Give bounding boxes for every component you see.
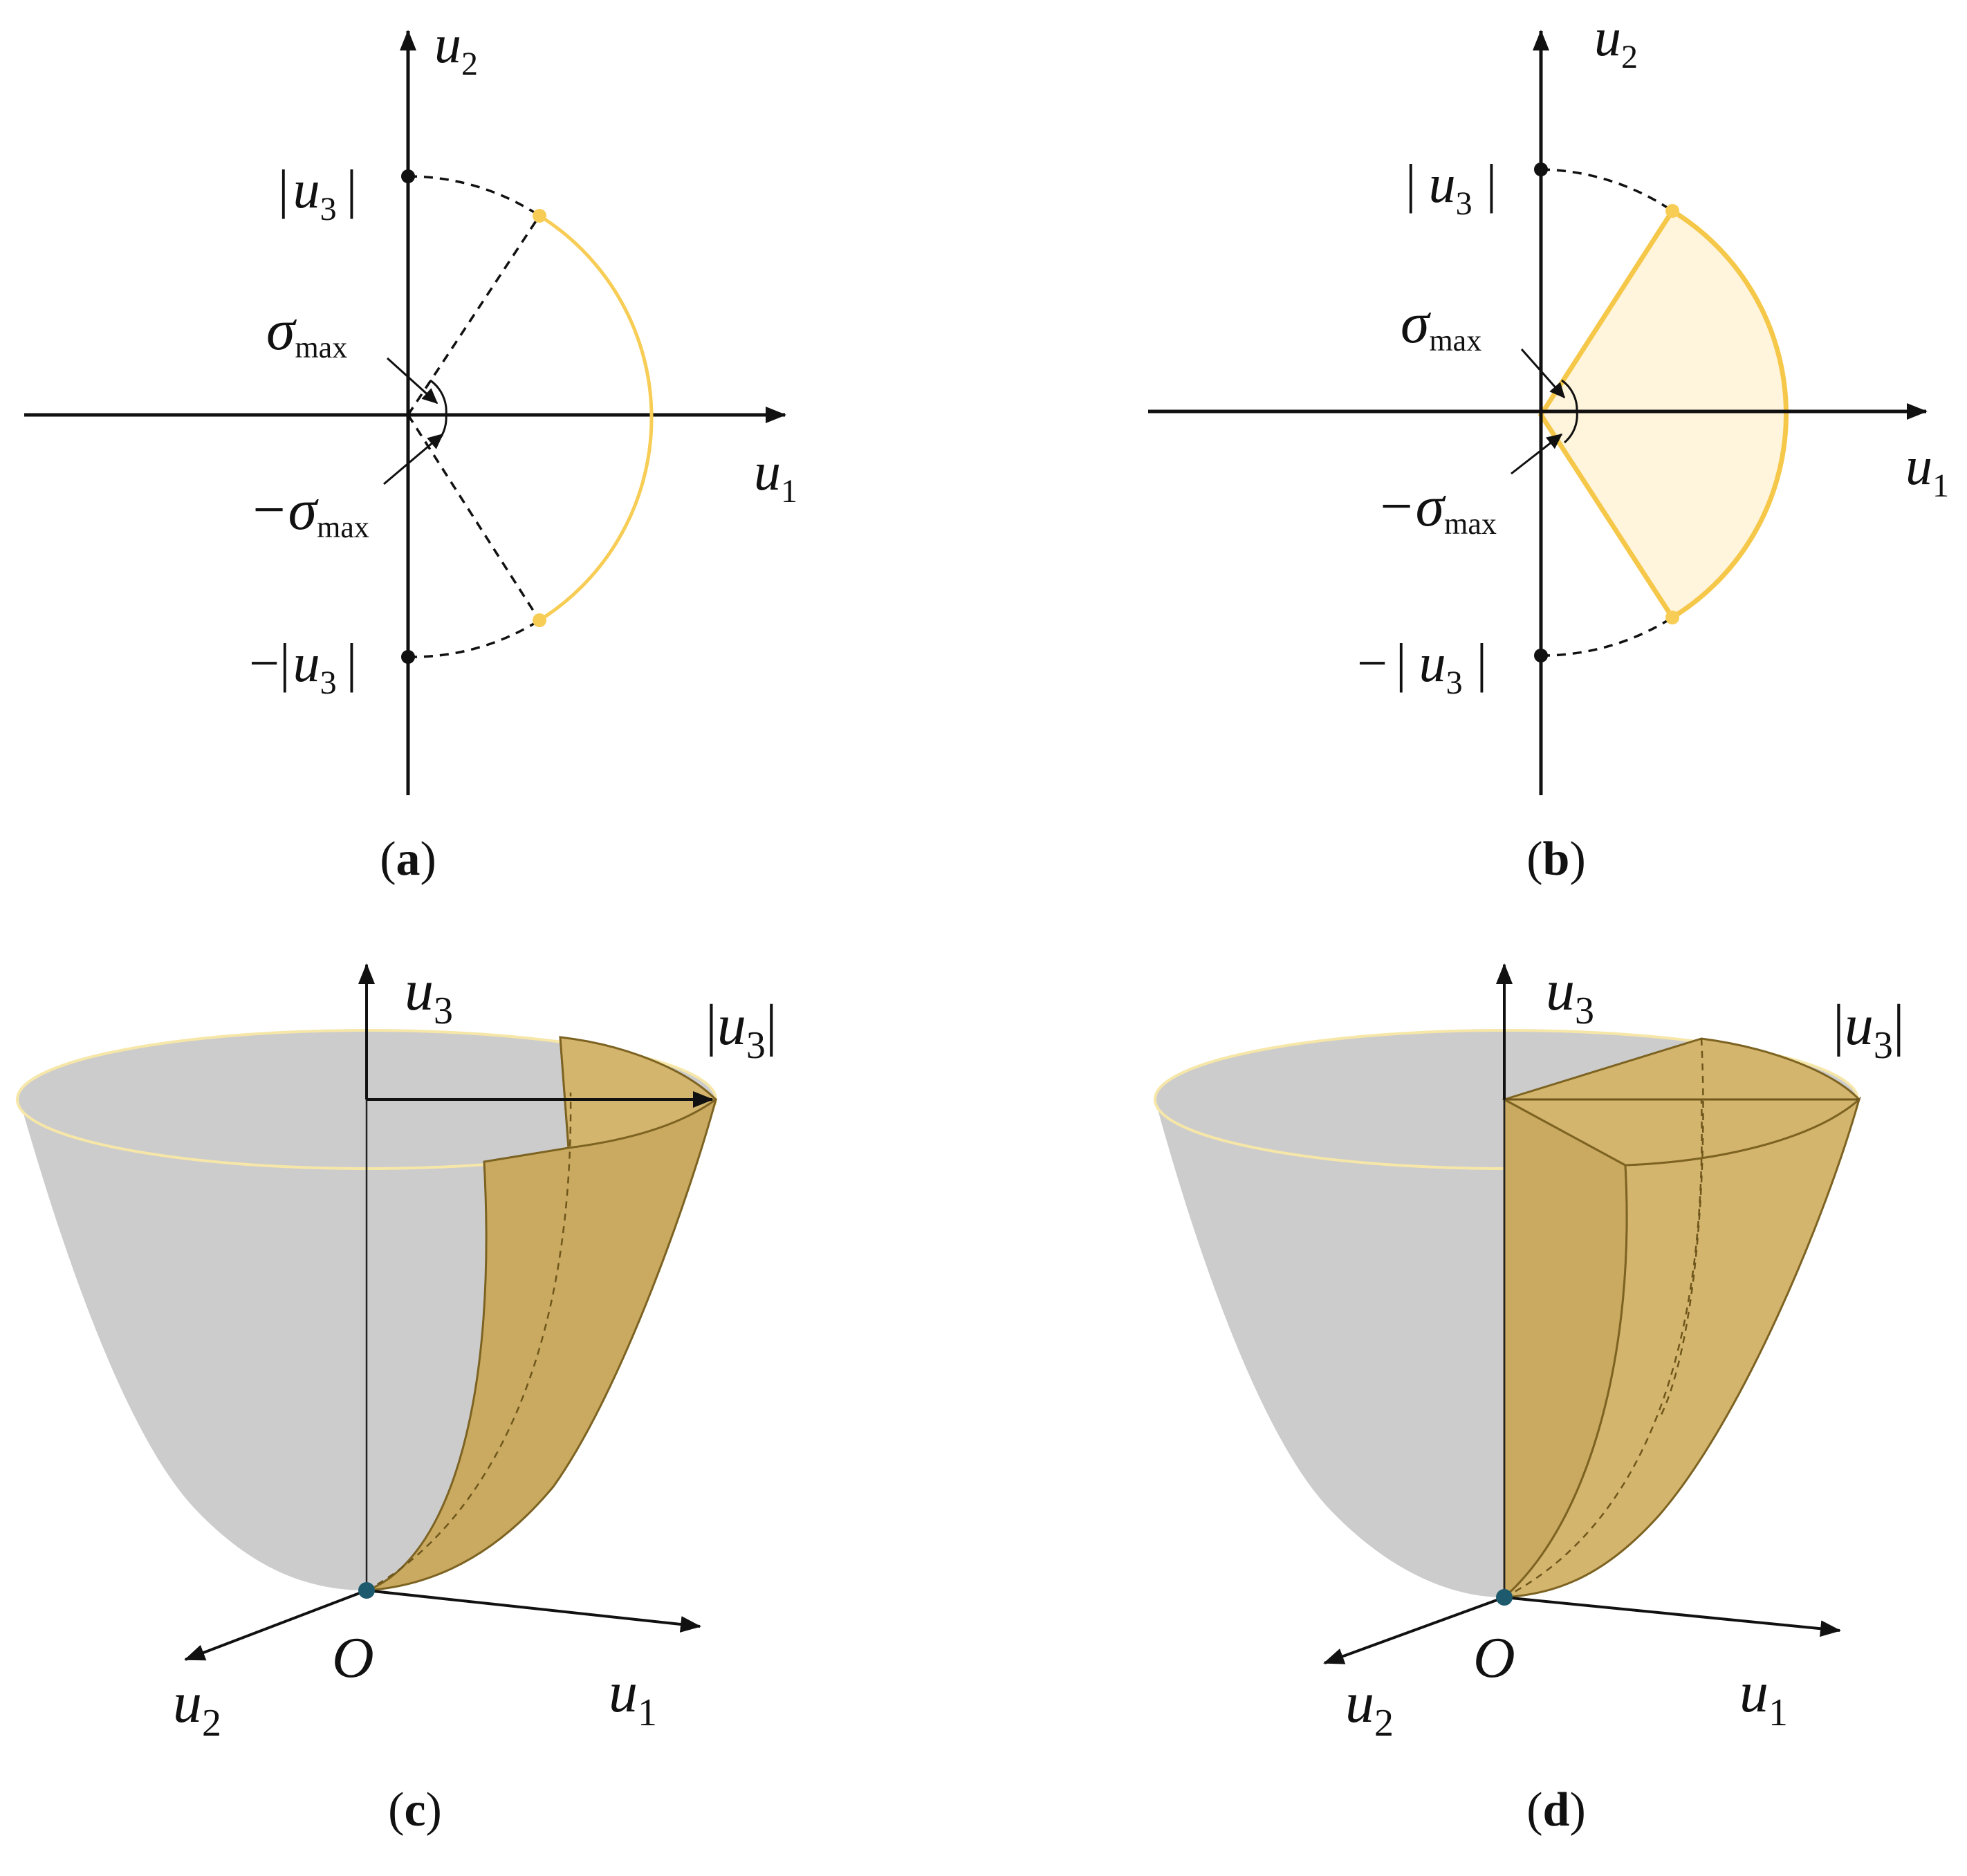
- sigma-pointer: [386, 357, 438, 405]
- u1-label: u1: [1905, 436, 1949, 504]
- caption-d: (d): [1526, 1783, 1586, 1837]
- u2-label: u2: [1594, 7, 1638, 75]
- feasible-surface-top: [559, 1036, 718, 1149]
- u2-label: u2: [1345, 1671, 1394, 1745]
- origin-label: O: [1473, 1626, 1515, 1690]
- caption-a: (a): [380, 833, 436, 886]
- dashed-arc-lower: [1540, 616, 1673, 657]
- panel-b: u2 u1 |u3| −|u3| σmax −σmax (b): [1148, 7, 1949, 886]
- panel-c: u3 |u3| O u1 u2 (c): [16, 958, 777, 1837]
- panel-a: u2 u1 |u3| −|u3| σmax −σmax (a): [24, 14, 797, 886]
- neg-u3-label: −|u3|: [1357, 633, 1487, 701]
- wedge-back-edge: [1659, 1038, 1704, 1418]
- sigma-max-label: σmax: [266, 298, 347, 364]
- sigma-max-label: σmax: [1401, 291, 1481, 357]
- neg-sigma-max-label: −σmax: [1376, 474, 1497, 541]
- dashed-arc-upper: [407, 175, 540, 217]
- u1-label: u1: [754, 441, 797, 510]
- boundary-arc: [538, 214, 654, 622]
- u1-axis: [366, 1589, 701, 1633]
- neg-sigma-max-label: −σmax: [249, 478, 369, 544]
- arc-endpoint-upper: [1665, 204, 1679, 218]
- u2-axis: [1323, 1596, 1505, 1664]
- origin-point: [1496, 1589, 1513, 1606]
- dashed-radius-upper: [407, 215, 541, 416]
- surface-midline: [366, 1092, 572, 1592]
- u2-axis: [184, 1589, 367, 1661]
- neg-sigma-pointer: [1511, 433, 1563, 475]
- pos-u3-label: |u3|: [1405, 154, 1497, 222]
- point-pos-u3: [1534, 162, 1548, 176]
- sigma-pointer: [1520, 349, 1566, 399]
- feasible-region: [1537, 207, 1789, 621]
- arc-endpoint-lower: [1665, 611, 1679, 624]
- origin-point: [358, 1582, 375, 1599]
- u1-label: u1: [609, 1660, 657, 1734]
- u3-label: u3: [405, 958, 453, 1032]
- abs-u3-label: |u3|: [1833, 993, 1905, 1067]
- caption-c: (c): [388, 1783, 442, 1837]
- arc-endpoint-lower: [533, 613, 546, 627]
- panel-d: u3 |u3| O u1 u2 (d): [1154, 958, 1905, 1837]
- point-pos-u3: [401, 169, 415, 183]
- angle-arc-lower: [1564, 411, 1578, 444]
- u3-label: u3: [1546, 958, 1594, 1032]
- pos-u3-label: |u3|: [278, 159, 357, 227]
- neg-u3-label: −|u3|: [249, 633, 357, 701]
- arc-endpoint-upper: [533, 209, 546, 223]
- point-neg-u3: [1534, 649, 1548, 662]
- dashed-arc-lower: [407, 619, 540, 658]
- neg-sigma-pointer: [383, 433, 444, 485]
- u2-label: u2: [173, 1671, 221, 1745]
- dashed-arc-upper: [1540, 168, 1673, 212]
- u1-label: u1: [1739, 1660, 1788, 1734]
- feasible-wedge-top: [1502, 1037, 1861, 1167]
- u2-label: u2: [434, 14, 478, 82]
- point-neg-u3: [401, 650, 415, 664]
- abs-u3-label: |u3|: [705, 993, 777, 1067]
- u1-axis: [1504, 1596, 1841, 1637]
- origin-label: O: [332, 1626, 374, 1690]
- angle-arc-upper: [430, 379, 447, 416]
- wedge-midline: [1504, 1099, 1703, 1599]
- caption-b: (b): [1526, 833, 1586, 886]
